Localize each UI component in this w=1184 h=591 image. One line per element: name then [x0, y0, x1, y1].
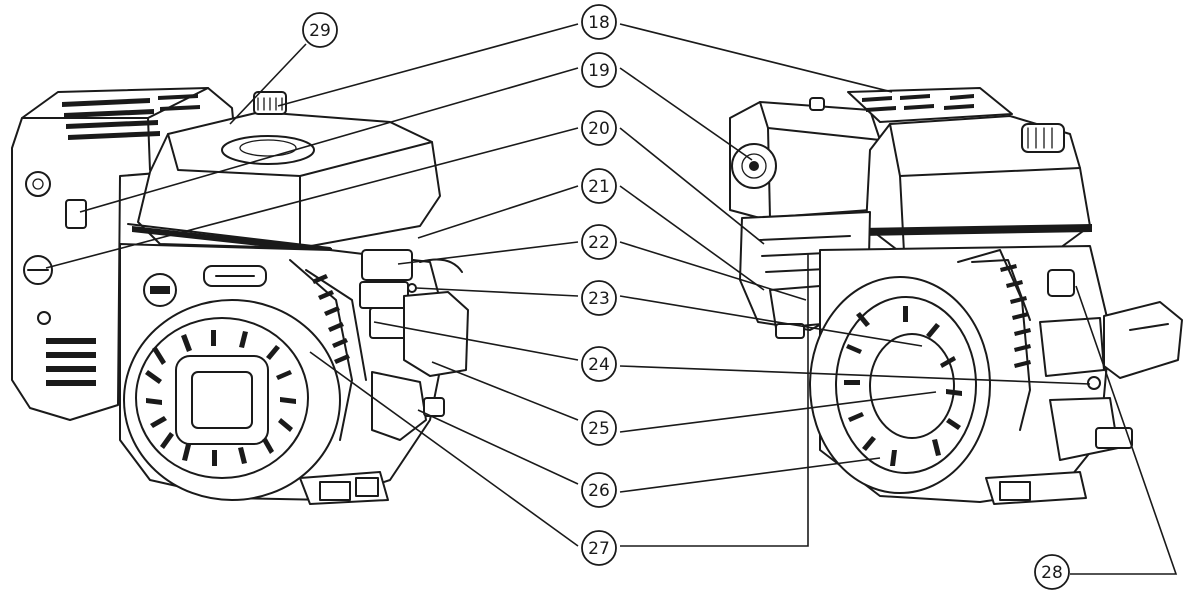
callout-27: 27: [581, 530, 617, 566]
svg-text:25: 25: [588, 419, 610, 439]
callout-21: 21: [581, 168, 617, 204]
svg-text:29: 29: [309, 21, 331, 41]
callout-22: 22: [581, 224, 617, 260]
svg-text:24: 24: [588, 355, 610, 375]
callout-24: 24: [581, 346, 617, 382]
right-engine-illustration: [729, 87, 1183, 505]
callout-20: 20: [581, 110, 617, 146]
svg-text:18: 18: [588, 13, 610, 33]
callout-19: 19: [581, 52, 617, 88]
svg-text:26: 26: [588, 481, 610, 501]
callout-28: 28: [1034, 554, 1070, 590]
left-engine-illustration: [11, 87, 469, 505]
callout-18: 18: [581, 4, 617, 40]
callout-29: 29: [302, 12, 338, 48]
callout-23: 23: [581, 280, 617, 316]
svg-text:21: 21: [588, 177, 610, 197]
leader-lines: [45, 23, 1178, 575]
svg-text:23: 23: [588, 289, 610, 309]
callout-26: 26: [581, 472, 617, 508]
callout-25: 25: [581, 410, 617, 446]
svg-text:27: 27: [588, 539, 610, 559]
svg-text:20: 20: [588, 119, 610, 139]
svg-text:19: 19: [588, 61, 610, 81]
callout-bubbles: 29 18 19 20 21 22 23 24: [302, 4, 1070, 590]
svg-text:28: 28: [1041, 563, 1063, 583]
svg-text:22: 22: [588, 233, 610, 253]
